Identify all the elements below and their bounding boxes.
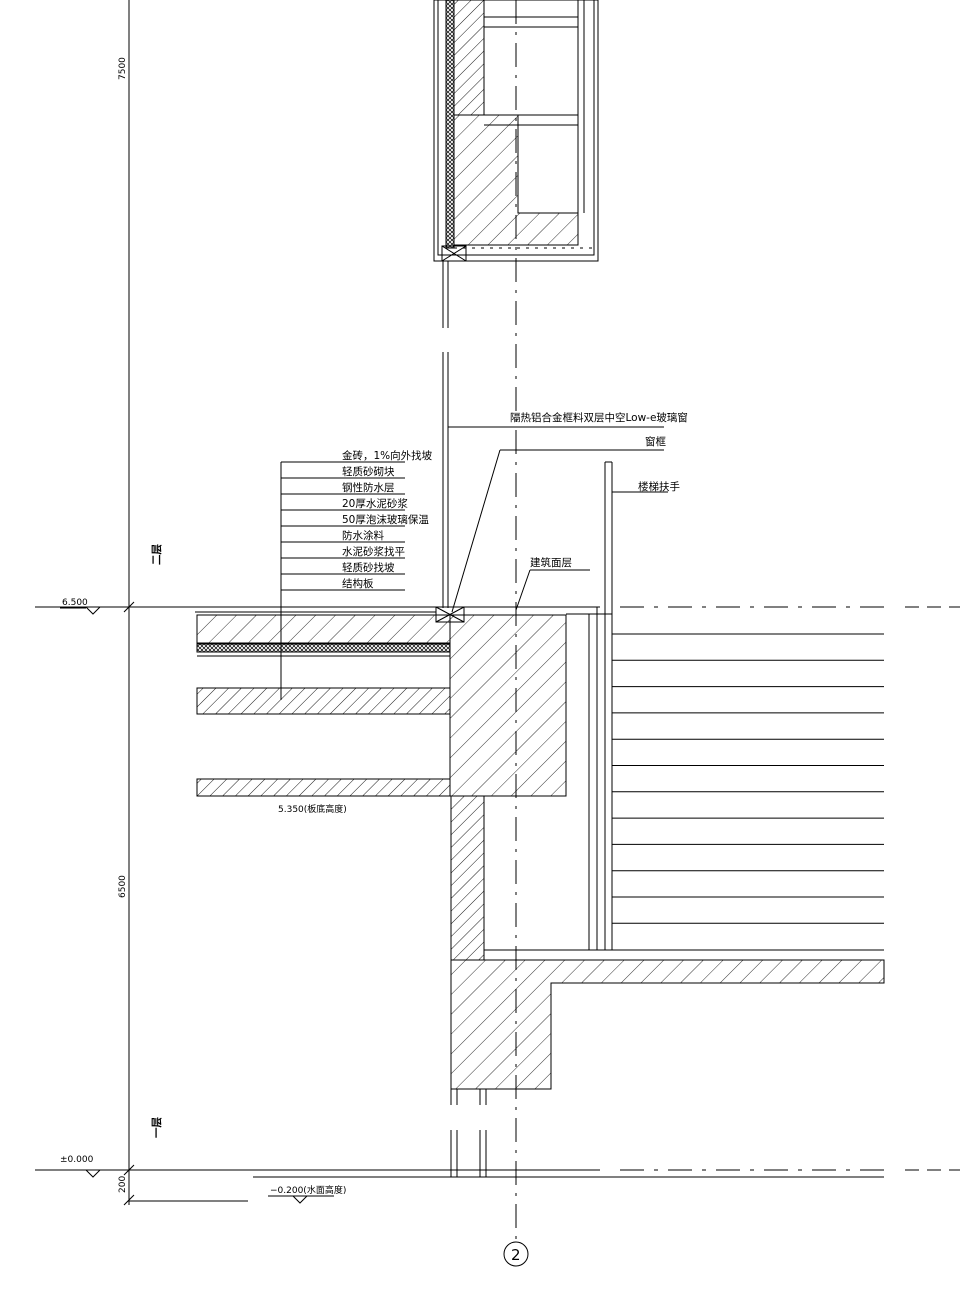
window-frame-label: 窗框 <box>645 435 666 448</box>
level-line-0000 <box>35 1169 960 1178</box>
roof-layer-label: 轻质砂找坡 <box>342 561 395 574</box>
lower-wall <box>450 795 885 1177</box>
axis-bubble <box>503 1241 529 1267</box>
stair-handrail <box>566 461 613 950</box>
axis-number: 2 <box>511 1246 521 1264</box>
dim-upper: 7500 <box>118 57 128 80</box>
roof-layer-label: 50厚泡沫玻璃保温 <box>342 513 429 526</box>
upper-window-frame <box>433 0 599 262</box>
floor-label-first: 一层 <box>151 1117 163 1139</box>
roof-layer-label: 轻质砂砌块 <box>342 465 395 478</box>
elevation-0000: ±0.000 <box>60 1155 94 1165</box>
dimension-line <box>123 0 248 1206</box>
water-level-line <box>253 1176 884 1204</box>
roof-layer-label: 金砖，1%向外找坡 <box>342 449 433 462</box>
roof-layer-leaders <box>280 461 405 700</box>
roof-slab <box>195 611 567 797</box>
stair-treads <box>612 633 884 924</box>
dim-bottom: 200 <box>118 1176 128 1193</box>
elevation-5350: 5.350(板底高度) <box>278 803 347 815</box>
roof-layer-label: 20厚水泥砂浆 <box>342 497 408 510</box>
elevation-minus-0200: −0.200(水面高度) <box>270 1184 346 1196</box>
roof-layer-label: 钢性防水层 <box>342 481 395 494</box>
dim-middle: 6500 <box>118 875 128 898</box>
handrail-label: 楼梯扶手 <box>638 480 680 493</box>
window-glazing <box>435 261 465 623</box>
elevation-6500: 6.500 <box>62 598 88 608</box>
finish-label: 建筑面层 <box>530 556 572 569</box>
roof-layer-label: 防水涂料 <box>342 529 384 542</box>
roof-layer-label: 水泥砂浆找平 <box>342 545 405 558</box>
window-callout-leader <box>448 426 668 613</box>
roof-layer-label: 结构板 <box>342 577 374 590</box>
window-callout-label: 隔热铝合金框料双层中空Low-e玻璃窗 <box>510 411 688 424</box>
level-line-6500 <box>35 606 960 615</box>
floor-label-second: 二层 <box>151 544 163 565</box>
